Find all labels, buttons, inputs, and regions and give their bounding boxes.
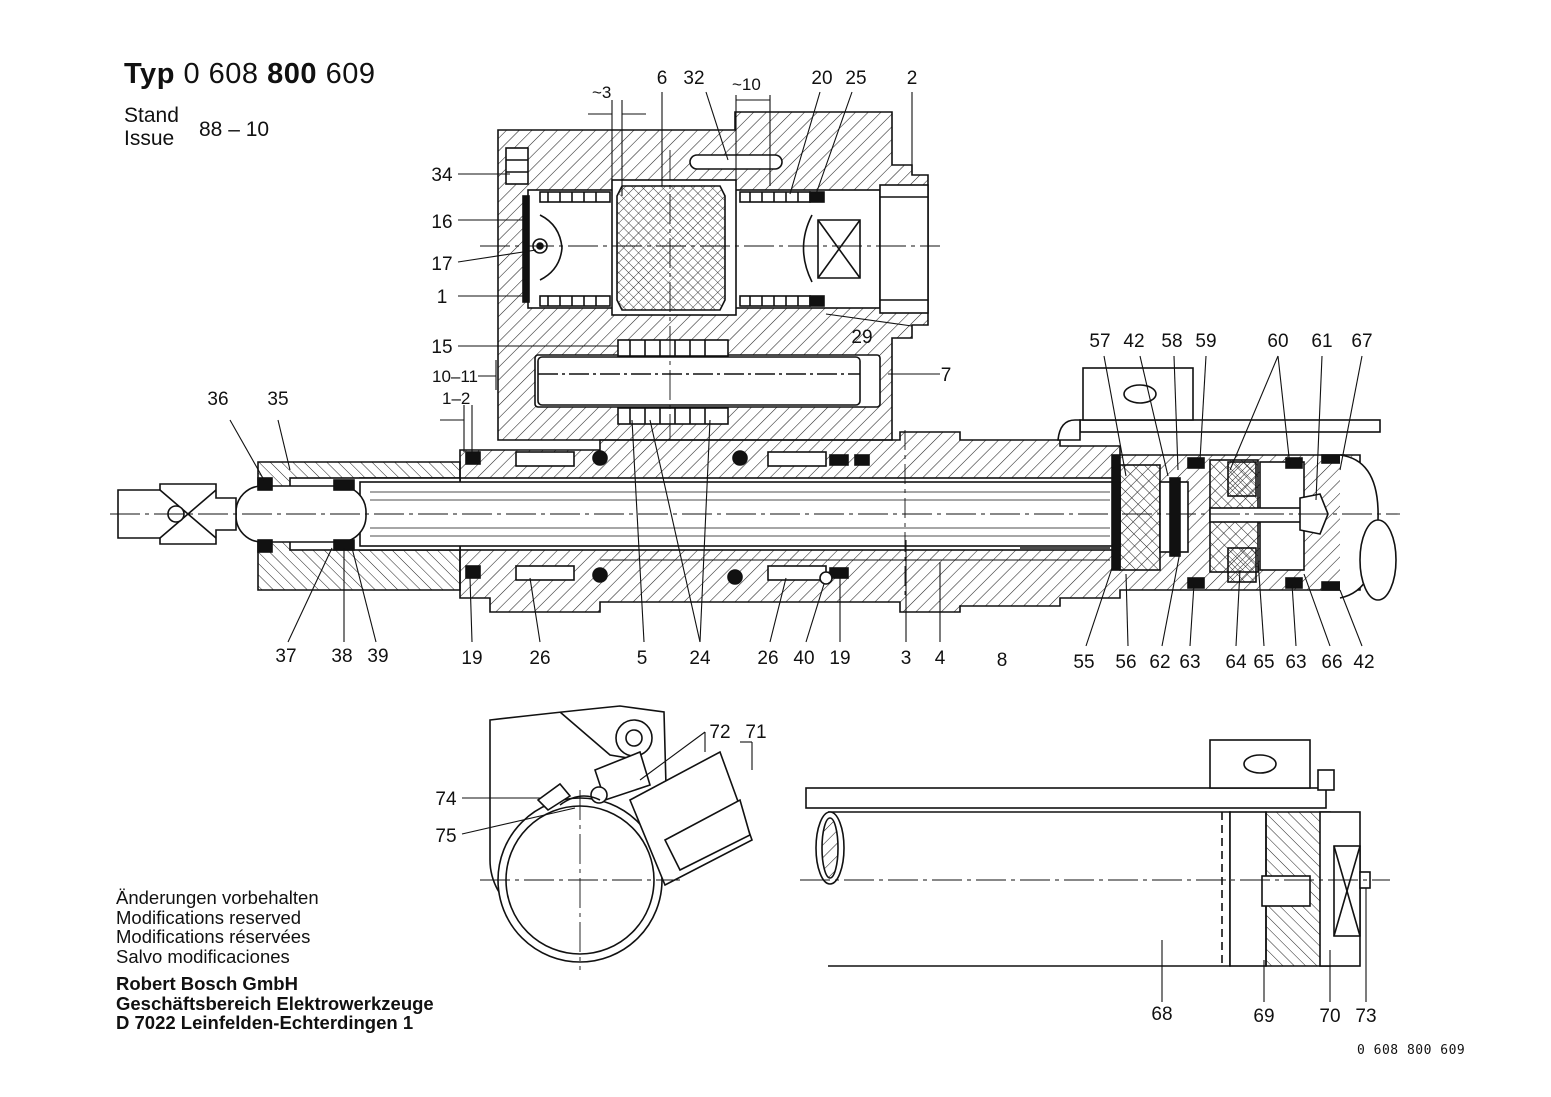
callout-17: 17: [431, 254, 452, 275]
callout-63-right: 63: [1285, 652, 1306, 673]
spindle-assembly: [110, 367, 1400, 613]
tube-detail: [800, 739, 1390, 967]
callout-64: 64: [1225, 652, 1247, 673]
callout-72: 72: [709, 722, 730, 743]
drawing-title: Typ 0 608 800 609: [124, 58, 375, 91]
callout-15: 15: [431, 337, 452, 358]
dim-1-2: 1–2: [442, 389, 470, 408]
callout-26-right: 26: [757, 648, 778, 669]
title-number-a: 0 608: [183, 58, 259, 90]
document-number: 0 608 800 609: [1357, 1043, 1466, 1058]
gear-housing: [480, 111, 940, 441]
clamp-detail: [480, 705, 753, 970]
callout-63-left: 63: [1179, 652, 1200, 673]
company-block: Robert Bosch GmbH Geschäftsbereich Elekt…: [116, 974, 434, 1033]
stand-label: Stand: [124, 104, 179, 127]
callout-19-right: 19: [829, 648, 850, 669]
callout-32: 32: [683, 68, 704, 89]
callout-66: 66: [1321, 652, 1342, 673]
callout-26-left: 26: [529, 648, 550, 669]
callout-40: 40: [793, 648, 814, 669]
callout-25: 25: [845, 68, 866, 89]
callout-42-top: 42: [1123, 331, 1144, 352]
callout-70: 70: [1319, 1006, 1340, 1027]
stand-issue-labels: Stand Issue: [124, 104, 179, 150]
callout-16: 16: [431, 212, 452, 233]
leader-lines: [229, 91, 1367, 1002]
callout-69: 69: [1253, 1006, 1274, 1027]
callout-61: 61: [1311, 331, 1332, 352]
callout-7: 7: [941, 365, 952, 386]
callout-59: 59: [1195, 331, 1216, 352]
title-number-c: 609: [325, 58, 376, 90]
callout-38: 38: [331, 646, 352, 667]
callout-24: 24: [689, 648, 711, 669]
callout-39: 39: [367, 646, 388, 667]
callout-73: 73: [1355, 1006, 1376, 1027]
callout-34: 34: [431, 165, 453, 186]
modification-notes: Änderungen vorbehalten Modifications res…: [116, 888, 319, 966]
callout-5: 5: [637, 648, 648, 669]
note-en: Modifications reserved: [116, 906, 302, 928]
callout-19-left: 19: [461, 648, 482, 669]
note-de: Änderungen vorbehalten: [116, 887, 319, 908]
callout-58: 58: [1161, 331, 1182, 352]
dim-approx-10: ~10: [732, 75, 761, 94]
callout-71: 71: [745, 722, 766, 743]
callout-29: 29: [851, 327, 872, 348]
callout-60: 60: [1267, 331, 1288, 352]
callout-74: 74: [435, 789, 457, 810]
callout-37: 37: [275, 646, 296, 667]
issue-label: Issue: [124, 127, 175, 150]
title-number-b: 800: [267, 58, 317, 90]
callout-2: 2: [907, 68, 918, 89]
dimension-markers: [440, 95, 771, 452]
callout-labels: 6 32 20 25 2 34 16 17 1 29 15 7 36 35 57…: [207, 68, 1376, 1027]
callout-3: 3: [901, 648, 912, 669]
callout-56: 56: [1115, 652, 1136, 673]
callout-36: 36: [207, 389, 228, 410]
callout-75: 75: [435, 826, 456, 847]
company-division: Geschäftsbereich Elektrowerkzeuge: [116, 992, 434, 1014]
callout-8: 8: [997, 650, 1008, 671]
callout-65: 65: [1253, 652, 1274, 673]
callout-20: 20: [811, 68, 832, 89]
company-name: Robert Bosch GmbH: [116, 973, 298, 994]
note-fr: Modifications réservées: [116, 926, 311, 948]
callout-55: 55: [1073, 652, 1094, 673]
callout-57: 57: [1089, 331, 1110, 352]
dim-10-11: 10–11: [432, 367, 478, 386]
note-es: Salvo modificaciones: [116, 945, 290, 967]
callout-35: 35: [267, 389, 288, 410]
issue-value: 88 – 10: [199, 118, 270, 141]
callout-42-bottom: 42: [1353, 652, 1374, 673]
title-typ: Typ: [124, 58, 175, 90]
callout-68: 68: [1151, 1004, 1172, 1025]
callout-4: 4: [935, 648, 946, 669]
dim-approx-3: ~3: [592, 83, 611, 102]
callout-62: 62: [1149, 652, 1170, 673]
company-address: D 7022 Leinfelden-Echterdingen 1: [116, 1012, 414, 1034]
callout-1: 1: [437, 287, 448, 308]
callout-67: 67: [1351, 331, 1372, 352]
callout-6: 6: [657, 68, 668, 89]
